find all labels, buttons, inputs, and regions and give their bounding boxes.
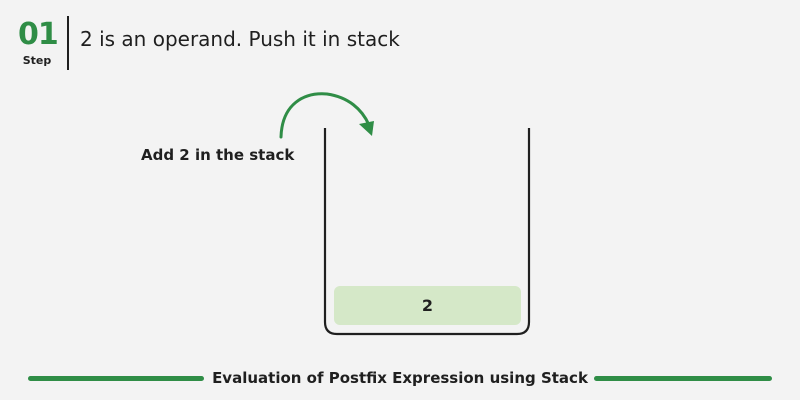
step-label: Step — [22, 54, 52, 67]
step-number: 01 — [18, 17, 59, 52]
footer-divider-left — [28, 376, 204, 381]
curved-arrow-icon — [279, 92, 374, 139]
stack-container — [323, 128, 531, 336]
footer-title: Evaluation of Postfix Expression using S… — [212, 369, 588, 387]
push-annotation: Add 2 in the stack — [141, 146, 295, 164]
step-title: 2 is an operand. Push it in stack — [80, 27, 400, 51]
footer-divider-right — [594, 376, 772, 381]
step-divider — [67, 16, 69, 70]
stack-item: 2 — [334, 286, 521, 325]
